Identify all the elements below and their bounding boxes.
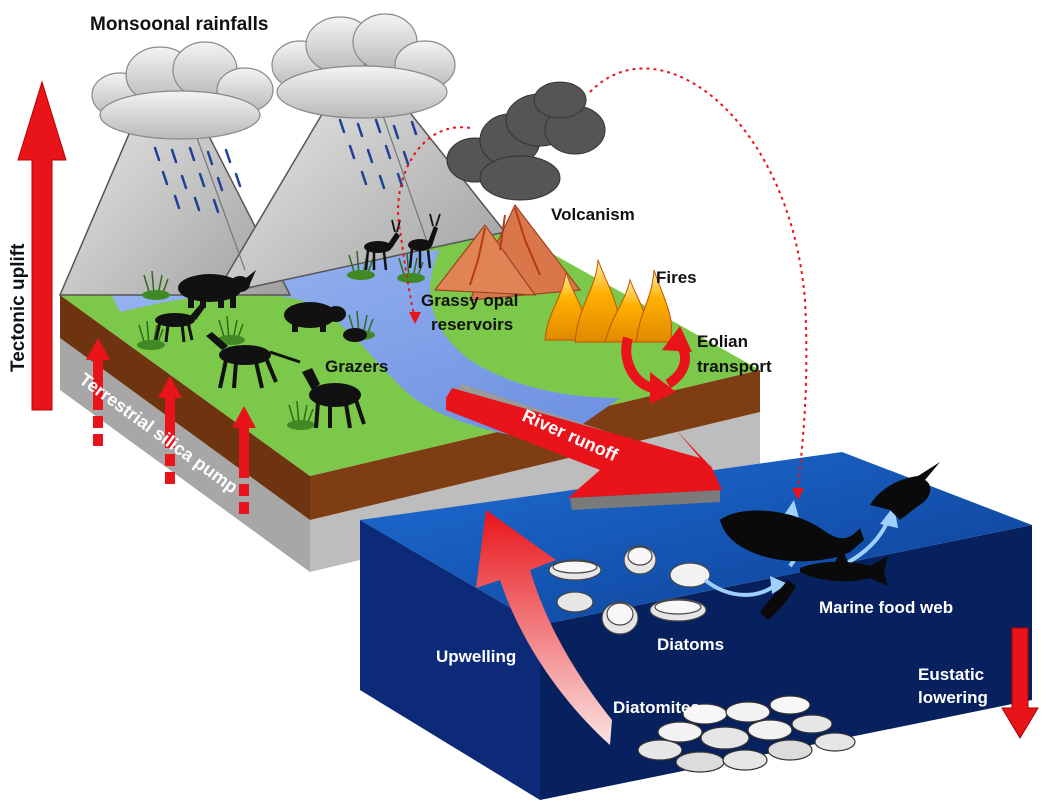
label-upwelling: Upwelling <box>436 647 516 666</box>
zebra-silhouette <box>206 332 301 389</box>
label-monsoonal-rainfalls: Monsoonal rainfalls <box>90 14 268 35</box>
whale-silhouette <box>720 510 864 562</box>
dotted-arrowhead-1 <box>409 312 421 324</box>
dotted-arrowhead-2 <box>792 488 804 500</box>
bird-silhouette <box>870 462 940 520</box>
silica-pump-arrows <box>86 338 256 514</box>
tectonic-uplift-arrow <box>17 80 67 411</box>
dotted-arrows <box>397 67 808 493</box>
soil-front-side <box>310 370 760 520</box>
volcano-group <box>433 81 606 301</box>
label-diatoms: Diatoms <box>657 635 724 654</box>
label-fires: Fires <box>656 268 697 287</box>
label-grassy-opal-line1: Grassy opal <box>421 291 518 310</box>
upwelling-arrow <box>476 510 612 745</box>
mountain-left <box>58 48 292 296</box>
label-volcanism: Volcanism <box>551 205 635 224</box>
diatomite-pile <box>637 695 856 773</box>
volcano-front <box>433 223 537 296</box>
ocean-front-side <box>360 520 540 800</box>
shark-silhouette <box>800 548 888 586</box>
marine-animals <box>720 462 940 620</box>
eolian-arrows <box>621 326 692 404</box>
label-tectonic-uplift: Tectonic uplift <box>8 243 29 372</box>
gazelle-silhouette-2 <box>408 213 441 269</box>
river-runoff-arrow <box>446 384 722 510</box>
wildebeest-silhouette <box>302 368 366 429</box>
eustatic-lowering-arrow <box>1001 627 1039 739</box>
rain-cloud-left <box>91 41 274 214</box>
label-eustatic-line1: Eustatic <box>918 665 984 684</box>
rhino-silhouette <box>178 270 256 308</box>
gazelle-silhouette-1 <box>364 219 401 271</box>
diatom-cells <box>548 545 711 635</box>
fish-silhouette <box>760 580 796 620</box>
label-grassy-opal-line2: reservoirs <box>431 315 513 334</box>
label-eustatic-line2: lowering <box>918 688 988 707</box>
river <box>110 250 620 440</box>
grazer-animals <box>154 213 441 429</box>
label-eolian-line2: transport <box>697 357 772 376</box>
rain-cloud-right <box>271 13 456 190</box>
smoke-cloud <box>446 81 606 201</box>
hippo-silhouette <box>284 302 367 342</box>
antelope-silhouette-1 <box>154 289 207 343</box>
label-marine-food-web: Marine food web <box>819 598 953 617</box>
label-grazers: Grazers <box>325 357 388 376</box>
label-diatomites: Diatomites <box>613 698 700 717</box>
fires-flames <box>544 259 673 343</box>
label-eolian-line1: Eolian <box>697 332 748 351</box>
